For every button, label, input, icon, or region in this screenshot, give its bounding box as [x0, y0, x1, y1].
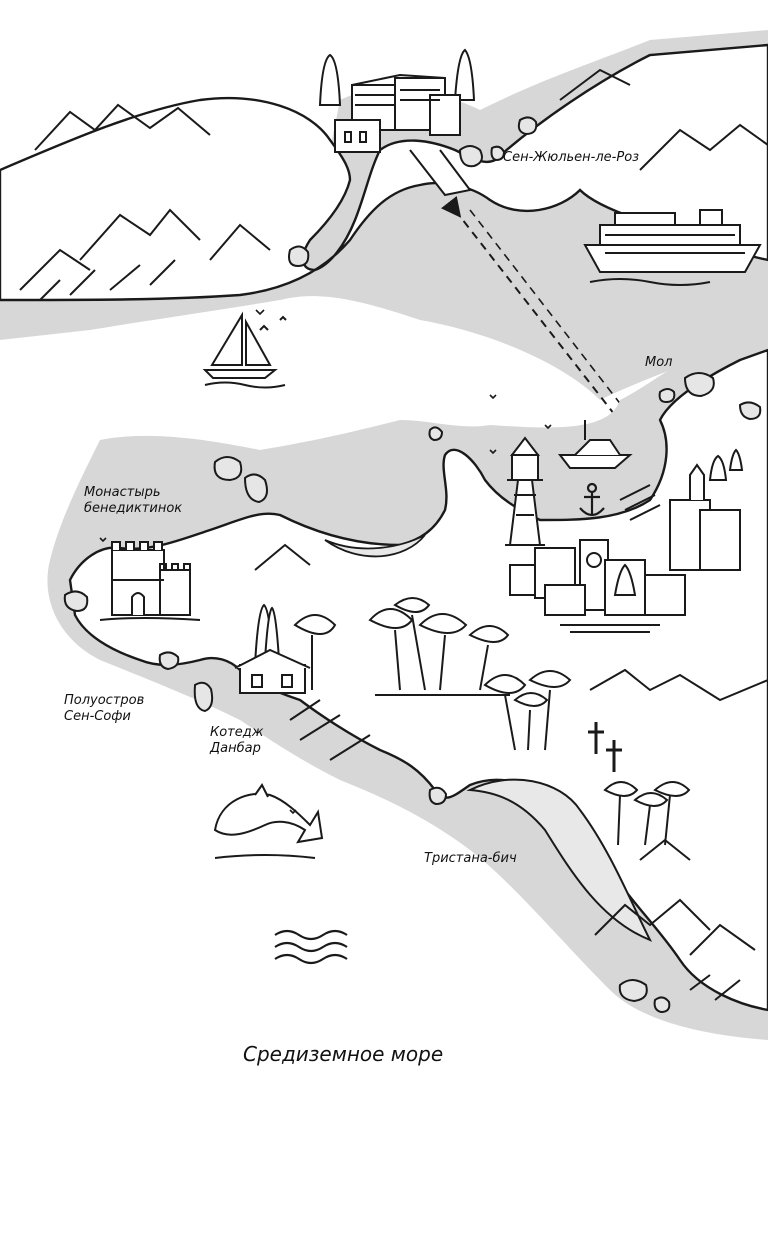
yacht-icon: [557, 420, 633, 469]
ferry-route-arrow: [440, 195, 657, 468]
label-saint-julien: Сен-Жюльен-ле-Роз: [503, 150, 640, 165]
monastery-icon: [99, 541, 201, 621]
label-monastery-line2: бенедиктинок: [84, 501, 183, 516]
label-monastery-line1: Монастырь: [84, 485, 161, 500]
anchor-icon: [579, 482, 605, 517]
rocks-icon: [63, 372, 762, 1014]
label-peninsula-line1: Полуостров: [64, 693, 145, 708]
label-monastery: Монастырь бенедиктинок: [84, 485, 182, 517]
castle-icon: [318, 48, 476, 197]
waves-icon: [274, 929, 348, 965]
rocks-icon: [288, 116, 538, 268]
label-peninsula-line2: Сен-Софи: [64, 709, 131, 724]
dolphin-icon: [213, 783, 324, 859]
crosses-icon: [588, 722, 622, 772]
label-cottage: Котедж Данбар: [210, 725, 263, 757]
trees-icon: [293, 597, 691, 846]
label-sea: Средиземное море: [243, 1042, 444, 1066]
sailboat-icon: [202, 311, 287, 389]
label-tristana-beach: Тристана-бич: [424, 851, 517, 866]
label-cottage-line2: Данбар: [210, 741, 261, 756]
bay-beach: [324, 534, 426, 558]
label-peninsula: Полуостров Сен-Софи: [64, 693, 144, 725]
birds-icon: [99, 309, 552, 815]
label-mol: Мол: [645, 355, 673, 370]
label-cottage-line1: Котедж: [210, 725, 264, 740]
old-town-icon: [509, 448, 744, 633]
mountains-icon: [19, 68, 768, 301]
lighthouse-icon: [505, 436, 545, 546]
mountains-icon: [254, 543, 768, 1001]
tristana-beach-sand: [466, 778, 653, 942]
cottage-icon: [234, 603, 311, 694]
